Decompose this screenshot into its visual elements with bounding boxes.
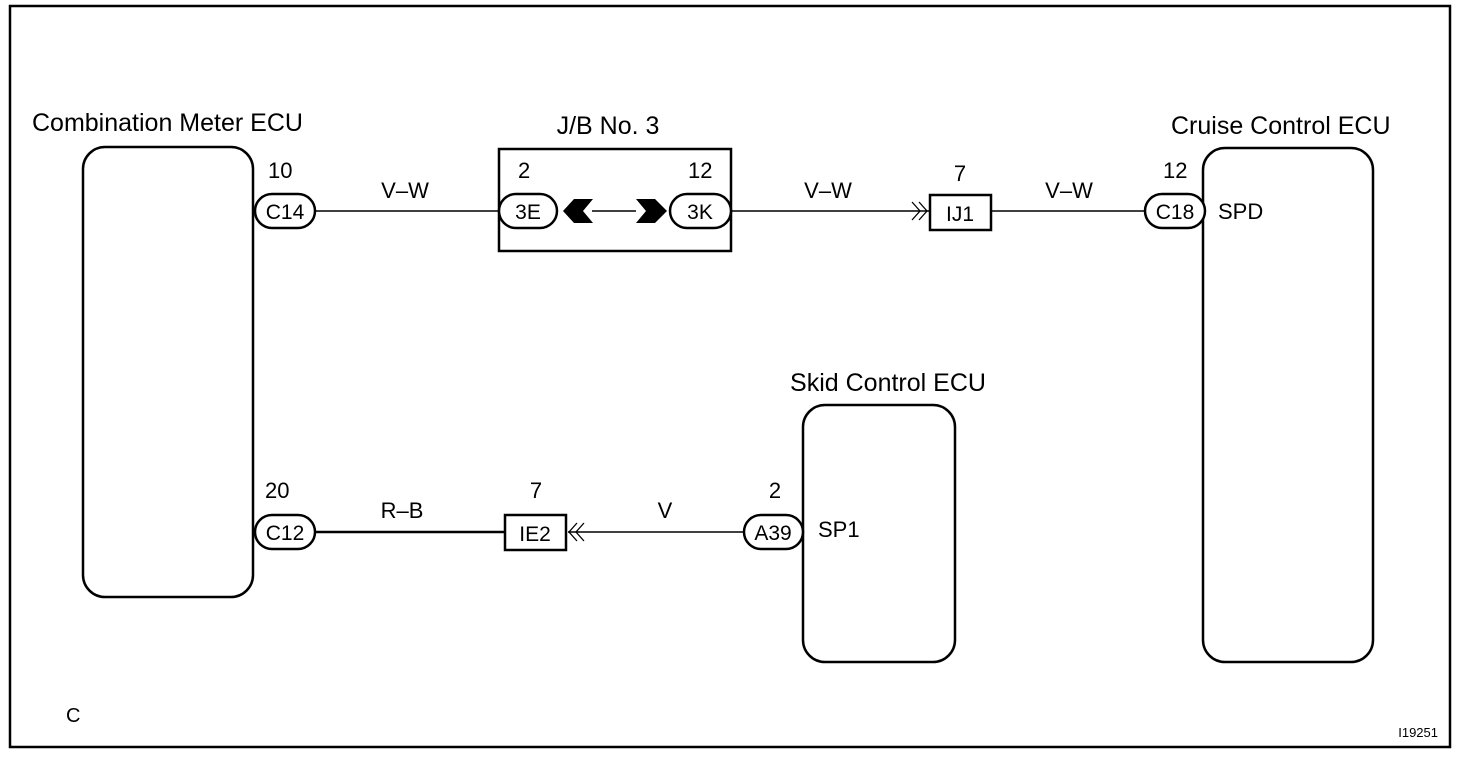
terminal-spd: SPD [1218,199,1263,224]
pin-number-12-jb: 12 [688,158,712,183]
connector-3e[interactable] [497,192,559,230]
cruise-control-title: Cruise Control ECU [1171,112,1391,140]
wire-color-meter-to-jb: V–W [381,178,429,203]
pin-number-2-jb: 2 [518,158,530,183]
junction-block-3[interactable] [497,147,733,253]
diagram-frame [8,4,1452,749]
pin-number-20: 20 [265,478,289,503]
figure-id: I19251 [1398,725,1438,740]
wire-color-jb-to-ij1: V–W [804,178,852,203]
connector-a39-label: A39 [754,522,791,545]
connector-ij1-label: IJ1 [946,203,974,226]
pin-number-7-ie2: 7 [530,478,542,503]
wire-color-ij1-to-cruise: V–W [1045,178,1093,203]
connector-c14-label: C14 [266,201,305,224]
terminal-sp1: SP1 [818,517,860,542]
connector-c12-label: C12 [266,522,305,545]
connector-a39[interactable] [742,513,805,551]
connector-ie2[interactable] [503,513,568,552]
wire-color-ie2-to-skid: V [658,498,673,523]
corner-letter: C [66,705,80,727]
pin-number-2-skid: 2 [769,478,781,503]
arrow-into-ij1-icon [911,201,928,221]
combination-meter-ecu-box[interactable] [81,145,255,599]
connector-ij1[interactable] [928,193,993,232]
pin-number-12-cruise: 12 [1163,158,1187,183]
skid-control-title: Skid Control ECU [790,369,986,397]
connector-c18-label: C18 [1156,201,1195,224]
cruise-control-ecu-box[interactable] [1201,146,1375,664]
pin-number-7-ij1: 7 [954,161,966,186]
chevron-right-icon [636,199,667,223]
connector-3e-label: 3E [515,201,541,224]
chevron-left-icon [563,199,593,223]
combination-meter-title: Combination Meter ECU [32,109,303,137]
wire-color-meter-to-ie2: R–B [381,498,424,523]
pin-number-10: 10 [268,158,292,183]
jb3-title: J/B No. 3 [557,112,660,140]
connector-ie2-label: IE2 [519,523,551,546]
connector-3k-label: 3K [687,201,713,224]
connector-c18[interactable] [1143,192,1207,230]
